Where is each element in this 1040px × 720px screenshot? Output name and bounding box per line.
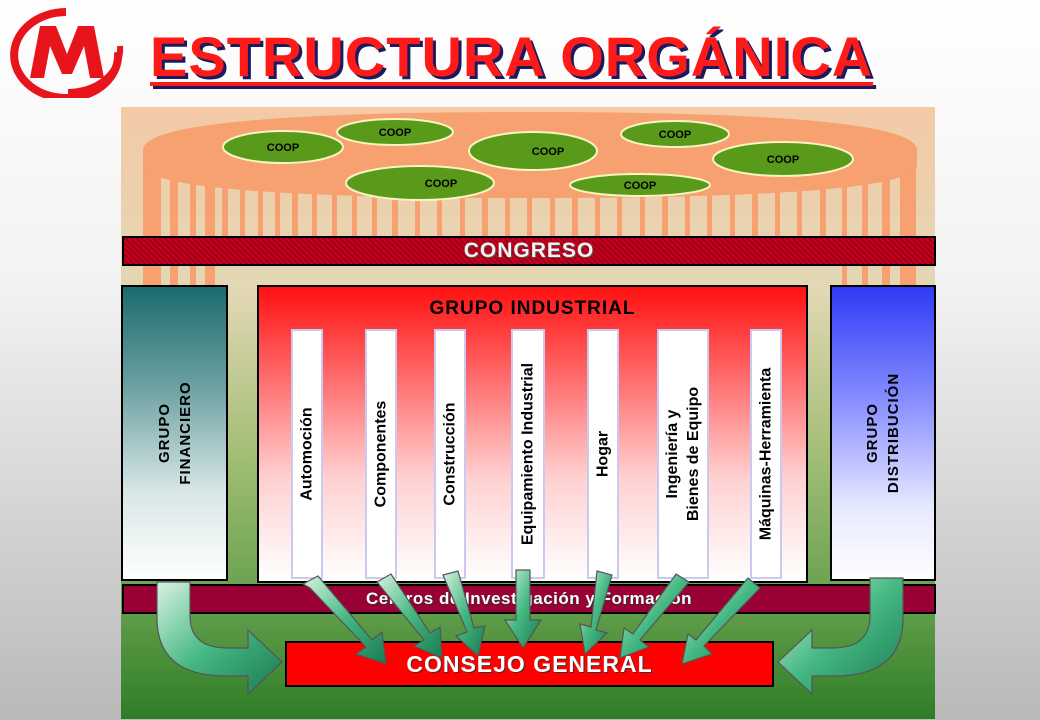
arrow-construccion (442, 570, 486, 658)
coop-ellipses (222, 118, 854, 201)
coop-label: COOP (425, 178, 457, 190)
arrow-equipamiento (503, 569, 543, 650)
coop-label: COOP (624, 180, 656, 192)
page-title: ESTRUCTURA ORGÁNICA (150, 25, 874, 88)
arrow-maquinas (681, 577, 761, 665)
grupo-distribucion-box: GRUPO DISTRIBUCIÓN (830, 285, 936, 581)
division-maquinas-herramienta: Máquinas-Herramienta (750, 329, 782, 579)
division-ingenieria-bienes-equipo: Ingeniería y Bienes de Equipo (657, 329, 709, 579)
m-logo (10, 8, 124, 98)
consejo-general-label: CONSEJO GENERAL (406, 650, 653, 677)
coop-label: COOP (767, 154, 799, 166)
credit-text: Roosevent & Ballo 2004 (390, 708, 476, 717)
coop-label: COOP (379, 127, 411, 139)
arrow-distribucion (777, 577, 904, 696)
coop-label: COOP (267, 142, 299, 154)
coop-3 (468, 131, 598, 171)
arrow-automocion (301, 575, 387, 665)
coop-6 (345, 165, 495, 201)
arrow-hogar (579, 570, 613, 656)
arrow-ingenieria (619, 573, 690, 659)
congreso-bar: CONGRESO (122, 236, 936, 266)
division-componentes: Componentes (365, 329, 397, 579)
grupo-industrial-title: GRUPO INDUSTRIAL (429, 298, 636, 319)
arrow-componentes (376, 573, 443, 659)
congreso-label: CONGRESO (463, 239, 595, 262)
division-hogar: Hogar (587, 329, 619, 579)
coop-1 (222, 130, 344, 164)
division-construccion: Construcción (434, 329, 466, 579)
coop-4 (620, 120, 730, 148)
division-automocion: Automoción (291, 329, 323, 579)
grupo-industrial-box: GRUPO INDUSTRIAL Automoción Componentes … (257, 285, 808, 583)
coop-labels: COOP COOP COOP COOP COOP COOP COOP (267, 127, 799, 192)
arrow-financiero (156, 581, 283, 696)
coop-2 (336, 118, 454, 146)
coop-5 (712, 141, 854, 177)
coop-label: COOP (659, 129, 691, 141)
coop-label: COOP (532, 146, 564, 158)
coop-7 (569, 173, 711, 197)
grupo-financiero-box: GRUPO FINANCIERO (121, 285, 228, 581)
division-equipamiento-industrial: Equipamiento Industrial (511, 329, 545, 579)
